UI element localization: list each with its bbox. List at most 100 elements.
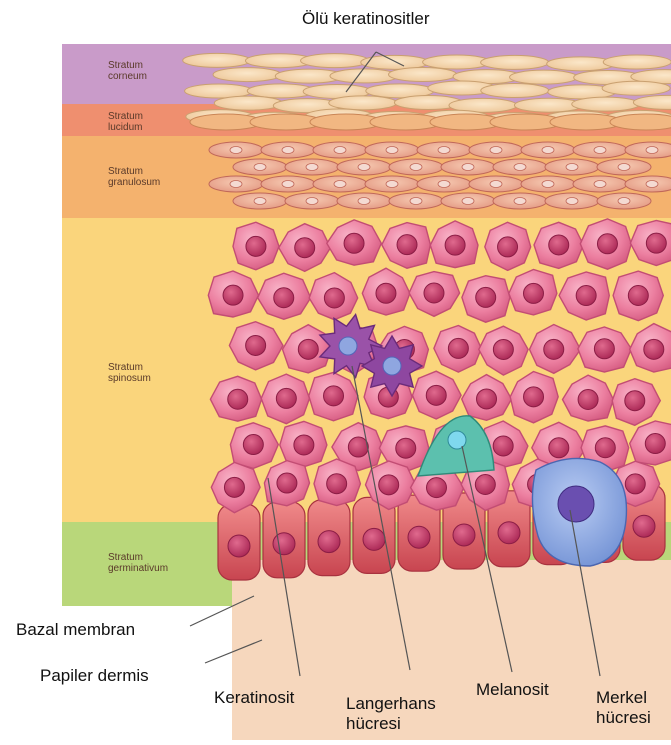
- layer-label-line1: Stratum: [108, 552, 168, 563]
- granular-nucleus: [618, 164, 630, 171]
- lucidum-cell: [610, 114, 671, 130]
- spinous-nucleus: [376, 283, 396, 303]
- dead-keratinocyte: [330, 69, 398, 83]
- spinous-nucleus: [379, 475, 399, 495]
- spinous-nucleus: [578, 390, 598, 410]
- dead-keratinocyte: [572, 97, 640, 111]
- granular-nucleus: [438, 181, 450, 188]
- granular-nucleus: [542, 181, 554, 188]
- spinous-nucleus: [597, 234, 617, 254]
- basal-nucleus: [408, 526, 430, 548]
- spinous-nucleus: [625, 474, 645, 494]
- granular-nucleus: [282, 147, 294, 154]
- spinous-nucleus: [493, 339, 513, 359]
- spinous-nucleus: [324, 386, 344, 406]
- granular-nucleus: [410, 164, 422, 171]
- granular-nucleus: [334, 147, 346, 154]
- granular-nucleus: [490, 147, 502, 154]
- granular-nucleus: [358, 164, 370, 171]
- granular-nucleus: [646, 147, 658, 154]
- granular-nucleus: [514, 164, 526, 171]
- granular-nucleus: [230, 181, 242, 188]
- spinous-nucleus: [243, 435, 263, 455]
- merkel-label-line1: Merkel: [596, 688, 651, 708]
- granular-nucleus: [646, 181, 658, 188]
- dead-keratinocyte: [481, 55, 549, 69]
- spinous-nucleus: [475, 474, 495, 494]
- spinous-nucleus: [646, 233, 666, 253]
- layer-label-lucidum: Stratumlucidum: [108, 111, 143, 133]
- spinous-nucleus: [424, 283, 444, 303]
- basal-nucleus: [273, 533, 295, 555]
- spinous-nucleus: [324, 288, 344, 308]
- basal-nucleus: [633, 515, 655, 537]
- granular-nucleus: [410, 198, 422, 205]
- spinous-nucleus: [644, 339, 664, 359]
- dead-keratinocytes-label: Ölü keratinositler: [302, 9, 430, 29]
- langerhans-label-line2: hücresi: [346, 714, 436, 734]
- layer-label-line1: Stratum: [108, 362, 151, 373]
- granular-nucleus: [306, 198, 318, 205]
- papillary-dermis-label: Papiler dermis: [40, 666, 149, 686]
- granular-nucleus: [566, 198, 578, 205]
- dead-keratinocyte: [213, 68, 281, 82]
- layer-label-line2: germinativum: [108, 563, 168, 574]
- granular-nucleus: [254, 164, 266, 171]
- spinous-nucleus: [274, 288, 294, 308]
- layer-label-line1: Stratum: [108, 111, 143, 122]
- langerhans-label: Langerhans hücresi: [346, 694, 436, 734]
- langerhans-nucleus: [339, 337, 357, 355]
- basal-nucleus: [318, 531, 340, 553]
- granular-nucleus: [462, 198, 474, 205]
- layer-label-line1: Stratum: [108, 60, 147, 71]
- spinous-nucleus: [628, 285, 648, 305]
- spinous-nucleus: [594, 339, 614, 359]
- melanocyte-label: Melanosit: [476, 680, 549, 700]
- spinous-nucleus: [277, 473, 297, 493]
- layer-label-line2: corneum: [108, 71, 147, 82]
- dead-keratinocyte: [389, 67, 457, 81]
- merkel-label: Merkel hücresi: [596, 688, 651, 728]
- spinous-nucleus: [448, 338, 468, 358]
- spinous-nucleus: [445, 235, 465, 255]
- dead-keratinocyte: [301, 54, 369, 68]
- dead-keratinocyte: [603, 55, 671, 69]
- granular-nucleus: [594, 181, 606, 188]
- spinous-nucleus: [294, 435, 314, 455]
- keratinocyte-label: Keratinosit: [214, 688, 294, 708]
- spinous-nucleus: [246, 236, 266, 256]
- basal-nucleus: [228, 535, 250, 557]
- spinous-nucleus: [476, 287, 496, 307]
- spinous-nucleus: [625, 391, 645, 411]
- spinous-nucleus: [426, 385, 446, 405]
- merkel-nucleus: [558, 486, 594, 522]
- langerhans-label-line1: Langerhans: [346, 694, 436, 714]
- granular-nucleus: [306, 164, 318, 171]
- merkel-label-line2: hücresi: [596, 708, 651, 728]
- layer-label-line2: granulosum: [108, 177, 160, 188]
- dead-keratinocyte: [481, 84, 549, 98]
- granular-nucleus: [462, 164, 474, 171]
- layer-label-line2: spinosum: [108, 373, 151, 384]
- dead-keratinocyte: [602, 81, 670, 95]
- granular-nucleus: [386, 147, 398, 154]
- spinous-nucleus: [327, 474, 347, 494]
- basal-nucleus: [363, 528, 385, 550]
- spinous-nucleus: [228, 389, 248, 409]
- spinous-nucleus: [344, 233, 364, 253]
- spinous-nucleus: [298, 339, 318, 359]
- spinous-nucleus: [295, 238, 315, 258]
- spinous-nucleus: [426, 478, 446, 498]
- dead-keratinocyte: [214, 96, 282, 110]
- granular-nucleus: [358, 198, 370, 205]
- spinous-nucleus: [549, 438, 569, 458]
- spinous-nucleus: [493, 436, 513, 456]
- granular-nucleus: [514, 198, 526, 205]
- spinous-nucleus: [645, 434, 665, 454]
- spinous-nucleus: [595, 438, 615, 458]
- dead-keratinocyte: [510, 70, 578, 84]
